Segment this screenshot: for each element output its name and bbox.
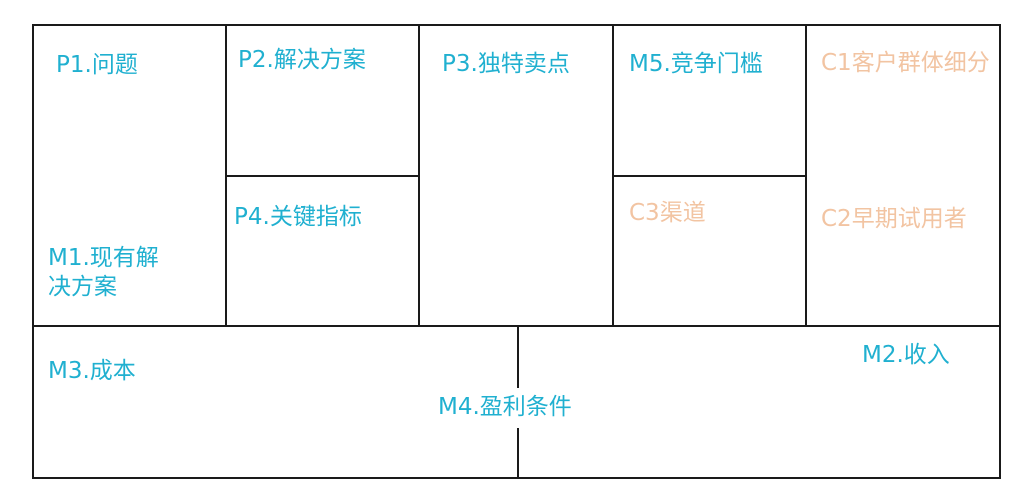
block-p3-unique-value: P3.独特卖点 [442,51,570,77]
divider-h-col2 [226,175,419,177]
block-p2-solution: P2.解决方案 [238,47,366,73]
divider-v-bottom-lower [517,428,519,479]
block-p4-key-metrics: P4.关键指标 [234,204,362,230]
block-p1-problem: P1.问题 [56,52,138,78]
canvas-border [32,24,1001,479]
block-m2-revenue-streams: M2.收入 [862,342,950,368]
divider-v4 [805,24,807,327]
divider-h-col4 [613,175,806,177]
block-m1-existing-alternatives: M1.现有解决方案 [48,245,159,300]
block-m3-cost-structure: M3.成本 [48,358,136,384]
block-c3-channels: C3渠道 [629,200,706,226]
block-m4-profit-conditions: M4.盈利条件 [438,394,572,420]
block-c1-customer-segments: C1客户群体细分 [821,50,990,76]
divider-h-main [32,325,1001,327]
block-m5-unfair-advantage: M5.竞争门槛 [629,51,763,77]
divider-v-bottom-upper [517,326,519,388]
divider-v2 [418,24,420,327]
block-c2-early-adopters: C2早期试用者 [821,206,967,232]
